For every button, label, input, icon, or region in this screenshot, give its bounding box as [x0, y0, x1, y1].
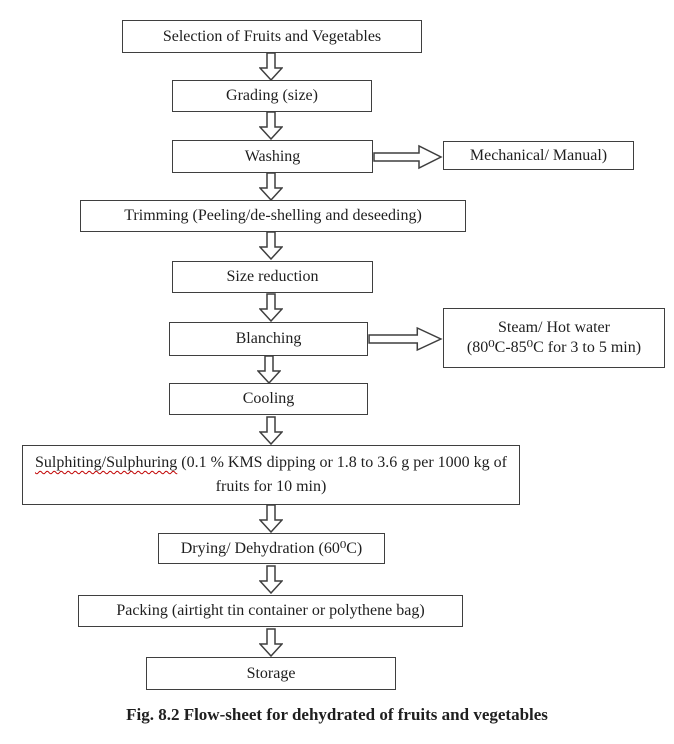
flow-step-drying: Drying/ Dehydration (60⁰C): [158, 533, 385, 564]
right-arrow-icon: [373, 143, 443, 171]
flow-step-grading: Grading (size): [172, 80, 372, 112]
down-arrow-icon: [259, 231, 283, 260]
flow-step-sulphiting-rest: (0.1 % KMS dipping or 1.8 to 3.6 g per 1…: [177, 454, 507, 495]
down-arrow-icon: [259, 52, 283, 81]
down-arrow-icon: [259, 628, 283, 657]
flow-step-sulphiting-text: Sulphiting/Sulphuring (0.1 % KMS dipping…: [31, 451, 511, 499]
flow-step-trimming: Trimming (Peeling/de-shelling and deseed…: [80, 200, 466, 232]
flow-step-sulphiting: Sulphiting/Sulphuring (0.1 % KMS dipping…: [22, 445, 520, 505]
down-arrow-icon: [259, 172, 283, 201]
right-arrow-icon: [368, 325, 443, 353]
flow-step-storage: Storage: [146, 657, 396, 690]
flow-step-cooling: Cooling: [169, 383, 368, 415]
flow-step-selection: Selection of Fruits and Vegetables: [122, 20, 422, 53]
annotation-mechanical-manual: Mechanical/ Manual): [443, 141, 634, 170]
flow-step-blanching: Blanching: [169, 322, 368, 356]
annotation-steam-line2: (80⁰C-85⁰C for 3 to 5 min): [466, 339, 642, 356]
down-arrow-icon: [259, 416, 283, 445]
down-arrow-icon: [259, 293, 283, 322]
down-arrow-icon: [259, 111, 283, 140]
down-arrow-icon: [257, 355, 281, 384]
flow-step-washing: Washing: [172, 140, 373, 173]
annotation-steam-hot-water: Steam/ Hot water (80⁰C-85⁰C for 3 to 5 m…: [443, 308, 665, 368]
figure-caption: Fig. 8.2 Flow-sheet for dehydrated of fr…: [126, 705, 548, 724]
misspelled-word: Sulphiting/Sulphuring: [34, 454, 178, 471]
annotation-steam-line1: Steam/ Hot water: [498, 319, 610, 336]
flow-step-packing: Packing (airtight tin container or polyt…: [78, 595, 463, 627]
down-arrow-icon: [259, 504, 283, 533]
flow-step-size-reduction: Size reduction: [172, 261, 373, 293]
down-arrow-icon: [259, 565, 283, 594]
